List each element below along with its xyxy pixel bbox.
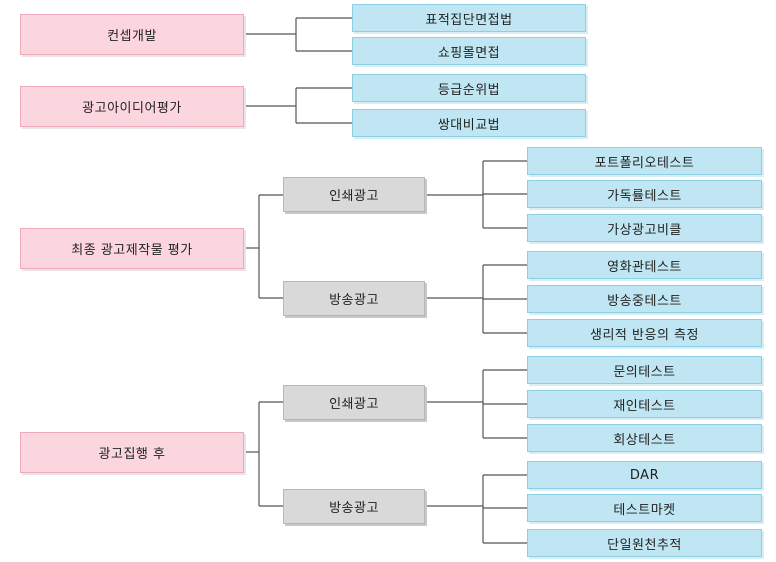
leaf-node: 회상테스트: [527, 424, 762, 452]
leaf-node: 영화관테스트: [527, 251, 762, 279]
root-node-final-ad-evaluation: 최종 광고제작물 평가: [20, 228, 244, 269]
sub-node-print-ad: 인쇄광고: [283, 177, 425, 212]
leaf-node: 표적집단면접법: [352, 4, 586, 32]
leaf-node: 등급순위법: [352, 74, 586, 102]
leaf-node: 문의테스트: [527, 356, 762, 384]
leaf-node: 쌍대비교법: [352, 109, 586, 137]
sub-node-broadcast-ad: 방송광고: [283, 281, 425, 316]
leaf-node: 가상광고비클: [527, 214, 762, 242]
leaf-node: 생리적 반응의 측정: [527, 319, 762, 347]
leaf-node: 테스트마켓: [527, 494, 762, 522]
sub-node-broadcast-ad: 방송광고: [283, 489, 425, 524]
leaf-node: 가독률테스트: [527, 180, 762, 208]
root-node-ad-idea-evaluation: 광고아이디어평가: [20, 86, 244, 127]
leaf-node: DAR: [527, 461, 762, 489]
root-node-concept-development: 컨셉개발: [20, 14, 244, 55]
leaf-node: 쇼핑몰면접: [352, 37, 586, 65]
leaf-node: 방송중테스트: [527, 285, 762, 313]
root-node-post-execution: 광고집행 후: [20, 432, 244, 473]
sub-node-print-ad: 인쇄광고: [283, 385, 425, 420]
leaf-node: 단일원천추적: [527, 529, 762, 557]
leaf-node: 포트폴리오테스트: [527, 147, 762, 175]
leaf-node: 재인테스트: [527, 390, 762, 418]
